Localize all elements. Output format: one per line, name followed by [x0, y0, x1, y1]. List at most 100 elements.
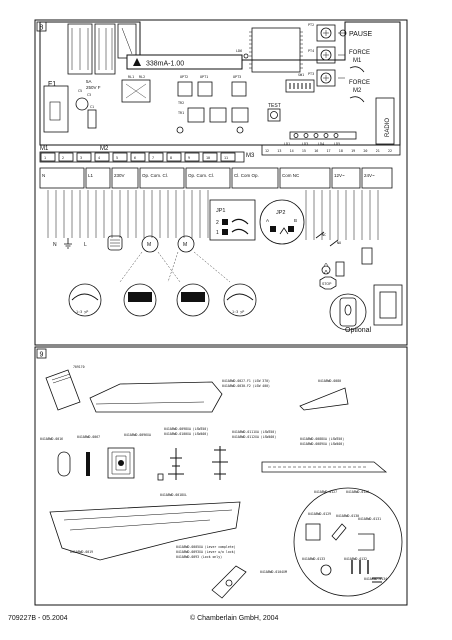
neutral-label: N: [53, 242, 57, 248]
terminal-number-19: 19: [351, 149, 355, 153]
c1-label: C1: [90, 105, 94, 109]
function-block-label: Op. Com. Cl.: [142, 173, 168, 178]
part-0098: 041ABWD-0098XA (LSW350): [164, 427, 208, 431]
terminal-strip-main: [39, 151, 245, 163]
force-m2-label-b: M2: [353, 88, 362, 94]
terminal-number-8: 8: [170, 156, 172, 160]
sw1-label: SW1: [298, 73, 304, 77]
ld1-label: LD1: [284, 142, 290, 146]
panel-1-frame: [34, 19, 408, 346]
ld5-label: LD5: [334, 142, 340, 146]
optocoupler-3: [231, 81, 247, 97]
terminal-number-2: 2: [62, 156, 64, 160]
part-0112: 041ABWD-0112XA (LSW400): [232, 435, 276, 439]
pt4-label: PT4: [308, 49, 314, 53]
small-part-041ABWD-0127: 041ABWD-0127: [314, 490, 337, 494]
test-button: [267, 108, 281, 122]
function-block-label: Cl. Com Op.: [234, 173, 259, 178]
ld4-label: LD4: [318, 142, 324, 146]
panel-2-number: 9: [40, 352, 44, 359]
motor-2-icon: [177, 235, 195, 253]
terminal-number-5: 5: [116, 156, 118, 160]
function-block: [39, 167, 85, 189]
flashing-lamp-icon: [107, 235, 123, 251]
no-label: NO: [337, 241, 341, 245]
pause-label: PAUSE: [349, 31, 373, 38]
m1-label: M1: [40, 146, 49, 152]
motor-1-icon: [141, 235, 159, 253]
tr2-label: TR2: [178, 101, 184, 105]
terminal-number-12: 12: [265, 149, 269, 153]
switch-contact-icon: [315, 231, 339, 247]
part-0005: 041ABWD-0005XA (Lever complete): [176, 545, 236, 549]
function-block-label: 24V~: [364, 173, 375, 178]
part-0096: 041ABWD-0096XA: [124, 433, 151, 437]
jumper-hand-icon: [231, 218, 249, 235]
led-row: [289, 131, 357, 140]
clip: [331, 523, 347, 541]
radio-label: RADIO: [385, 118, 391, 137]
terminal-number-14: 14: [290, 149, 294, 153]
force-m1-arrow-icon: [349, 66, 365, 73]
terminal-screw: [40, 152, 56, 162]
c5-label: C5: [78, 89, 82, 93]
force-m2-arrow-icon: [349, 96, 365, 103]
angle-bracket: [358, 533, 375, 551]
transformer-2: [94, 23, 116, 75]
part-0027: 041ABWD-0027-F1 (LSW 370): [222, 379, 270, 383]
control-board: [39, 21, 401, 146]
part-0111: 041ABWD-0111XA (LSW350): [232, 430, 276, 434]
washer: [320, 564, 332, 576]
terminal-number-13: 13: [277, 149, 281, 153]
cable-clamp-zoom-2: [223, 283, 257, 317]
copyright: © Chamberlain GmbH, 2004: [190, 615, 279, 622]
terminal-screw: [202, 152, 218, 162]
terminal-screw: [76, 152, 92, 162]
part-0067: 041ABWD-0067: [77, 435, 100, 439]
release-lever: [211, 565, 247, 599]
pause-icon: [339, 29, 347, 37]
part-0088: 041ABWD-0088XA (LSW350): [300, 437, 344, 441]
function-block: [111, 167, 139, 189]
operator-housing: [89, 381, 223, 413]
function-block: [231, 167, 279, 189]
walking-person-icon: [321, 265, 331, 275]
opt2-label: OPT2: [180, 75, 188, 79]
wire-bundle: [47, 190, 209, 238]
cable-clamp-zoom-1: [68, 283, 102, 317]
keyswitch-zoom-icon: [329, 293, 367, 331]
motor-2-label: M: [183, 242, 187, 248]
triac: [187, 107, 205, 123]
terminal-number-11: 11: [224, 156, 228, 160]
small-part-041ABWD-0130: 041ABWD-0130: [336, 514, 359, 518]
small-part-041ABWD-0131: 041ABWD-0131: [358, 517, 381, 521]
optional-device-box: [373, 284, 403, 326]
jp2-circle: [259, 199, 305, 245]
terminal-number-18: 18: [339, 149, 343, 153]
terminal-number-21: 21: [376, 149, 380, 153]
small-part-041ABWD-0126: 041ABWD-0126: [346, 490, 369, 494]
part-0018: 041ABWD-0018XL: [160, 493, 187, 497]
terminal-screw: [220, 152, 236, 162]
stop-octagon-icon: [319, 276, 337, 290]
force-m1-label-b: M1: [353, 58, 362, 64]
pin: [86, 452, 90, 476]
function-block-label: 230V: [114, 173, 125, 178]
small-part-041ABWD-0134: 041ABWD-0134: [364, 577, 387, 581]
terminal-number-7: 7: [152, 156, 154, 160]
small-part-041ABWD-0132: 041ABWD-0132: [344, 557, 367, 561]
jp2-b: B: [294, 218, 297, 223]
part-0104: 041ABWD-0104XM: [260, 570, 287, 574]
line-label: L: [84, 242, 87, 248]
terminal-screw: [166, 152, 182, 162]
end-cap: [299, 387, 349, 411]
jp1-pos-2: 2: [216, 220, 219, 226]
relay-rl1: [121, 79, 151, 103]
bushing: [57, 451, 71, 477]
bracket-plate: [305, 523, 321, 541]
terminal-number-15: 15: [302, 149, 306, 153]
nc-label: NC: [322, 233, 326, 237]
small-part-041ABWD-0133: 041ABWD-0133: [302, 557, 325, 561]
bottom-housing: [49, 501, 241, 561]
